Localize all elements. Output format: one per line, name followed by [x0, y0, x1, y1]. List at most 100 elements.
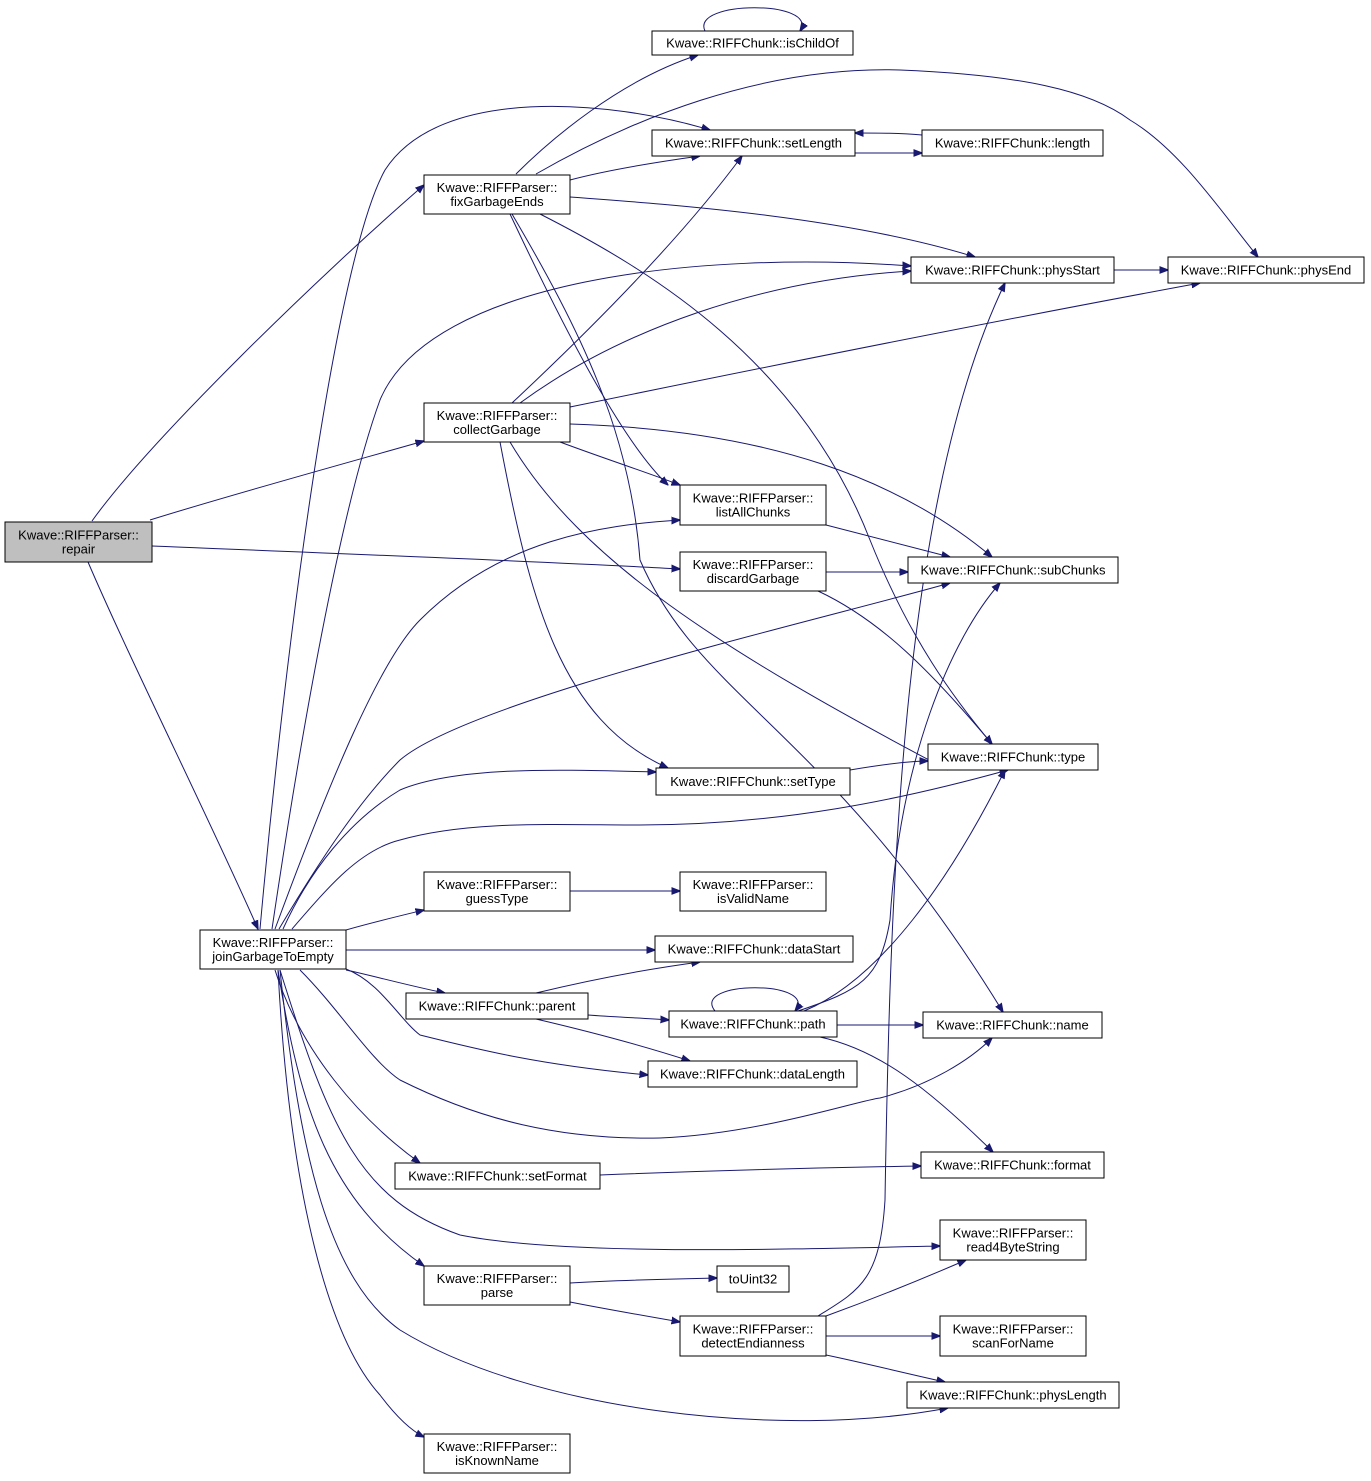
node-box-format [920, 1151, 1105, 1179]
node-parent[interactable]: Kwave::RIFFChunk::parent [405, 992, 589, 1020]
edge-parent-to-dataStart [535, 962, 700, 994]
edge-fixGarbageEnds-to-isChildOf [515, 55, 698, 175]
node-physStart[interactable]: Kwave::RIFFChunk::physStart [910, 256, 1115, 284]
node-label-fixGarbageEnds-0: Kwave::RIFFParser:: [437, 180, 558, 195]
edge-detectEndianness-to-physStart [817, 283, 1005, 1317]
node-label-isValidName-0: Kwave::RIFFParser:: [693, 877, 814, 892]
node-box-isChildOf [651, 30, 854, 56]
node-box-parse [423, 1265, 571, 1306]
node-label-detectEndianness-1: detectEndianness [701, 1336, 805, 1351]
node-label-setType-0: Kwave::RIFFChunk::setType [670, 774, 835, 789]
node-listAllChunks[interactable]: Kwave::RIFFParser::listAllChunks [679, 484, 827, 526]
edge-parse-to-detectEndianness [569, 1301, 680, 1322]
node-parse[interactable]: Kwave::RIFFParser::parse [423, 1265, 571, 1306]
node-name[interactable]: Kwave::RIFFChunk::name [922, 1011, 1103, 1039]
node-box-path [668, 1010, 838, 1038]
edge-parent-to-dataLength [535, 1018, 690, 1061]
node-box-setLength [651, 129, 856, 157]
node-label-isChildOf-0: Kwave::RIFFChunk::isChildOf [666, 36, 839, 51]
node-fixGarbageEnds[interactable]: Kwave::RIFFParser::fixGarbageEnds [423, 174, 571, 215]
node-dataLength[interactable]: Kwave::RIFFChunk::dataLength [647, 1060, 858, 1088]
node-box-setType [655, 767, 851, 796]
node-label-subChunks-0: Kwave::RIFFChunk::subChunks [921, 563, 1106, 578]
edge-joinGarbageToEmpty-to-physLength [279, 969, 948, 1422]
edge-detectEndianness-to-read4ByteString [825, 1260, 966, 1317]
node-box-dataStart [654, 935, 854, 963]
node-box-toUint32 [716, 1265, 790, 1293]
node-guessType[interactable]: Kwave::RIFFParser::guessType [423, 871, 571, 912]
edge-collectGarbage-to-subChunks [569, 423, 992, 557]
edge-collectGarbage-to-setLength [511, 156, 742, 404]
edge-fixGarbageEnds-to-setLength [569, 156, 700, 181]
node-discardGarbage[interactable]: Kwave::RIFFParser::discardGarbage [679, 551, 827, 592]
edge-joinGarbageToEmpty-to-guessType [345, 910, 424, 931]
node-format[interactable]: Kwave::RIFFChunk::format [920, 1151, 1105, 1179]
node-subChunks[interactable]: Kwave::RIFFChunk::subChunks [907, 556, 1119, 584]
node-label-repair-1: repair [62, 542, 96, 557]
node-label-detectEndianness-0: Kwave::RIFFParser:: [693, 1322, 814, 1337]
edge-repair-to-setLength [259, 105, 710, 930]
edge-collectGarbage-to-listAllChunks [559, 441, 680, 485]
edge-joinGarbageToEmpty-to-type [291, 770, 1008, 930]
node-joinGarbageToEmpty[interactable]: Kwave::RIFFParser::joinGarbageToEmpty [199, 929, 347, 970]
edge-collectGarbage-to-physEnd [569, 283, 1200, 408]
edge-joinGarbageToEmpty-to-listAllChunks [274, 520, 680, 930]
node-box-discardGarbage [679, 551, 827, 592]
edge-joinGarbageToEmpty-to-read4ByteString [279, 969, 940, 1250]
edge-path-to-type [803, 770, 1005, 1012]
edge-parent-to-path [587, 1014, 669, 1020]
node-box-repair [4, 521, 153, 563]
edge-path-to-format [819, 1036, 993, 1152]
node-setLength[interactable]: Kwave::RIFFChunk::setLength [651, 129, 856, 157]
node-isValidName[interactable]: Kwave::RIFFParser::isValidName [679, 871, 827, 912]
edge-repair-to-fixGarbageEnds [91, 185, 424, 522]
node-scanForName[interactable]: Kwave::RIFFParser::scanForName [939, 1315, 1087, 1357]
edge-setFormat-to-format [599, 1166, 921, 1176]
node-setFormat[interactable]: Kwave::RIFFChunk::setFormat [394, 1162, 601, 1190]
node-label-physEnd-0: Kwave::RIFFChunk::physEnd [1181, 263, 1352, 278]
edge-joinGarbageToEmpty-to-parent [345, 969, 445, 993]
node-box-dataLength [647, 1060, 858, 1088]
node-label-scanForName-0: Kwave::RIFFParser:: [953, 1322, 1074, 1337]
node-type[interactable]: Kwave::RIFFChunk::type [927, 743, 1099, 771]
edge-fixGarbageEnds-to-listAllChunks [509, 213, 668, 485]
edge-joinGarbageToEmpty-to-setFormat [274, 969, 420, 1163]
node-collectGarbage[interactable]: Kwave::RIFFParser::collectGarbage [423, 402, 571, 443]
node-box-parent [405, 992, 589, 1020]
node-box-isKnownName [423, 1433, 571, 1474]
node-label-parse-0: Kwave::RIFFParser:: [437, 1271, 558, 1286]
node-box-physEnd [1167, 256, 1365, 284]
edge-collectGarbage-to-type [509, 441, 948, 770]
node-dataStart[interactable]: Kwave::RIFFChunk::dataStart [654, 935, 854, 963]
node-physEnd[interactable]: Kwave::RIFFChunk::physEnd [1167, 256, 1365, 284]
node-path[interactable]: Kwave::RIFFChunk::path [668, 1010, 838, 1038]
node-isKnownName[interactable]: Kwave::RIFFParser::isKnownName [423, 1433, 571, 1474]
node-read4ByteString[interactable]: Kwave::RIFFParser::read4ByteString [939, 1219, 1087, 1261]
edge-joinGarbageToEmpty-to-name [299, 969, 992, 1139]
node-label-toUint32-0: toUint32 [729, 1272, 777, 1287]
edge-fixGarbageEnds-to-name [511, 213, 1003, 1012]
node-box-collectGarbage [423, 402, 571, 443]
node-length[interactable]: Kwave::RIFFChunk::length [921, 129, 1104, 157]
node-label-dataStart-0: Kwave::RIFFChunk::dataStart [668, 942, 841, 957]
edge-joinGarbageToEmpty-to-dataLength [345, 968, 648, 1075]
node-box-physLength [906, 1381, 1120, 1409]
node-detectEndianness[interactable]: Kwave::RIFFParser::detectEndianness [679, 1315, 827, 1357]
edge-path-to-path [711, 987, 798, 1011]
node-setType[interactable]: Kwave::RIFFChunk::setType [655, 767, 851, 796]
edge-length-to-setLength [855, 133, 923, 135]
node-box-fixGarbageEnds [423, 174, 571, 215]
node-label-setLength-0: Kwave::RIFFChunk::setLength [665, 136, 842, 151]
node-box-listAllChunks [679, 484, 827, 526]
node-label-format-0: Kwave::RIFFChunk::format [934, 1158, 1091, 1173]
edge-repair-to-collectGarbage [149, 441, 424, 521]
node-label-discardGarbage-0: Kwave::RIFFParser:: [693, 557, 814, 572]
edge-setType-to-type [849, 761, 928, 771]
node-toUint32[interactable]: toUint32 [716, 1265, 790, 1293]
node-label-type-0: Kwave::RIFFChunk::type [941, 750, 1086, 765]
node-box-name [922, 1011, 1103, 1039]
node-label-read4ByteString-0: Kwave::RIFFParser:: [953, 1226, 1074, 1241]
node-physLength[interactable]: Kwave::RIFFChunk::physLength [906, 1381, 1120, 1409]
node-isChildOf[interactable]: Kwave::RIFFChunk::isChildOf [651, 30, 854, 56]
